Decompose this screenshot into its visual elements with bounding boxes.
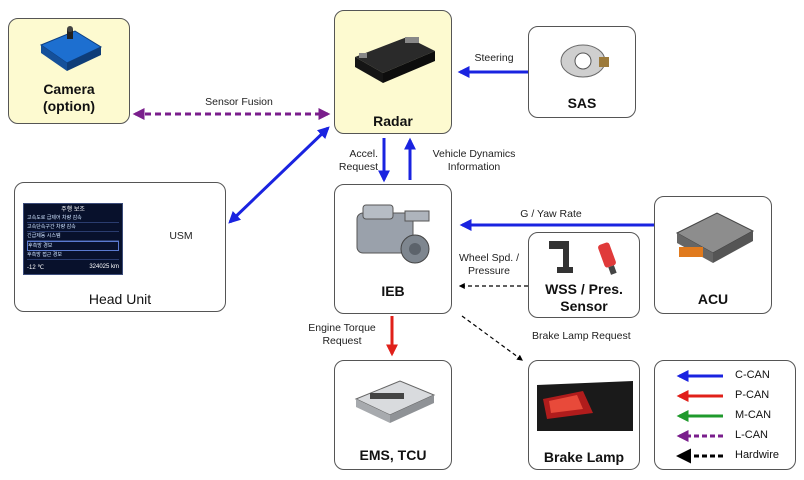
wss-label: WSS / Pres. Sensor <box>545 281 623 314</box>
sas-label: SAS <box>567 95 597 111</box>
ems-tcu-label: EMS, TCU <box>359 447 427 463</box>
sas-sensor-icon <box>560 44 609 78</box>
head-unit-label: Head Unit <box>88 291 152 307</box>
temperature-readout: -12 ℃ <box>27 265 45 271</box>
ieb-node: IEB <box>334 184 452 314</box>
camera-icon <box>39 26 103 71</box>
radar-headunit-connector <box>228 126 330 224</box>
brake-lamp-node: Brake Lamp <box>528 360 640 470</box>
camera-label: Camera (option) <box>42 81 96 114</box>
screen-line: 고속도로 급제어 차량 감속 <box>27 214 119 223</box>
steering-label: Steering <box>474 52 514 64</box>
ems-module-icon <box>354 380 436 423</box>
screen-title: 주행 보조 <box>61 207 85 213</box>
accel-request-label: Accel. Request <box>338 148 378 173</box>
radar-icon <box>355 37 435 83</box>
brake-lamp-icon <box>537 381 633 431</box>
head-unit-screen: 주행 보조 고속도로 급제어 차량 감속 고속단속구간 차량 감속 긴급제동 시… <box>23 203 123 275</box>
screen-line: 후측방 접근 경보 <box>27 251 119 260</box>
head-unit-node: 주행 보조 고속도로 급제어 차량 감속 고속단속구간 차량 감속 긴급제동 시… <box>14 182 226 312</box>
legend-item-m-can: M-CAN <box>665 407 795 425</box>
legend-label: C-CAN <box>735 369 770 381</box>
legend-label: M-CAN <box>735 409 772 421</box>
ieb-module-icon <box>356 204 430 264</box>
legend-box: C-CAN P-CAN M-CAN L-CAN Hardwire <box>654 360 796 470</box>
legend-item-p-can: P-CAN <box>665 387 795 405</box>
legend-item-l-can: L-CAN <box>665 427 795 445</box>
screen-footer: -12 ℃ 324025 km <box>27 264 119 272</box>
sas-node: SAS <box>528 26 636 118</box>
radar-node: Radar <box>334 10 452 134</box>
ieb-label: IEB <box>381 283 405 299</box>
acu-label: ACU <box>697 291 729 307</box>
sensor-fusion-label: Sensor Fusion <box>205 96 273 108</box>
legend-item-c-can: C-CAN <box>665 367 795 385</box>
screen-line: 고속단속구간 차량 감속 <box>27 223 119 232</box>
brake-lamp-label: Brake Lamp <box>543 449 625 465</box>
g-yaw-rate-label: G / Yaw Rate <box>520 208 582 220</box>
ems-tcu-node: EMS, TCU <box>334 360 452 470</box>
vehicle-dynamics-label: Vehicle Dynamics Information <box>432 148 516 173</box>
acu-module-icon <box>675 212 755 263</box>
camera-node: Camera (option) <box>8 18 130 124</box>
screen-line: 후측방 경보 <box>27 241 119 251</box>
wheel-speed-sensor-icon <box>549 241 573 273</box>
odometer-readout: 324025 km <box>89 264 119 270</box>
radar-label: Radar <box>373 113 413 129</box>
wheel-speed-label: Wheel Spd. / Pressure <box>458 252 520 277</box>
pressure-sensor-icon <box>598 242 617 275</box>
usm-label: USM <box>169 230 193 242</box>
legend-label: Hardwire <box>735 449 780 461</box>
brake-lamp-request-label: Brake Lamp Request <box>532 330 631 342</box>
legend-label: P-CAN <box>735 389 770 401</box>
engine-torque-label: Engine Torque Request <box>308 322 376 347</box>
brake-lamp-connector <box>461 315 523 361</box>
wss-node: WSS / Pres. Sensor <box>528 232 640 318</box>
legend-label: L-CAN <box>735 429 769 441</box>
legend-item-hardwire: Hardwire <box>665 447 795 465</box>
screen-line: 긴급제동 시스템 <box>27 232 119 241</box>
acu-node: ACU <box>654 196 772 314</box>
